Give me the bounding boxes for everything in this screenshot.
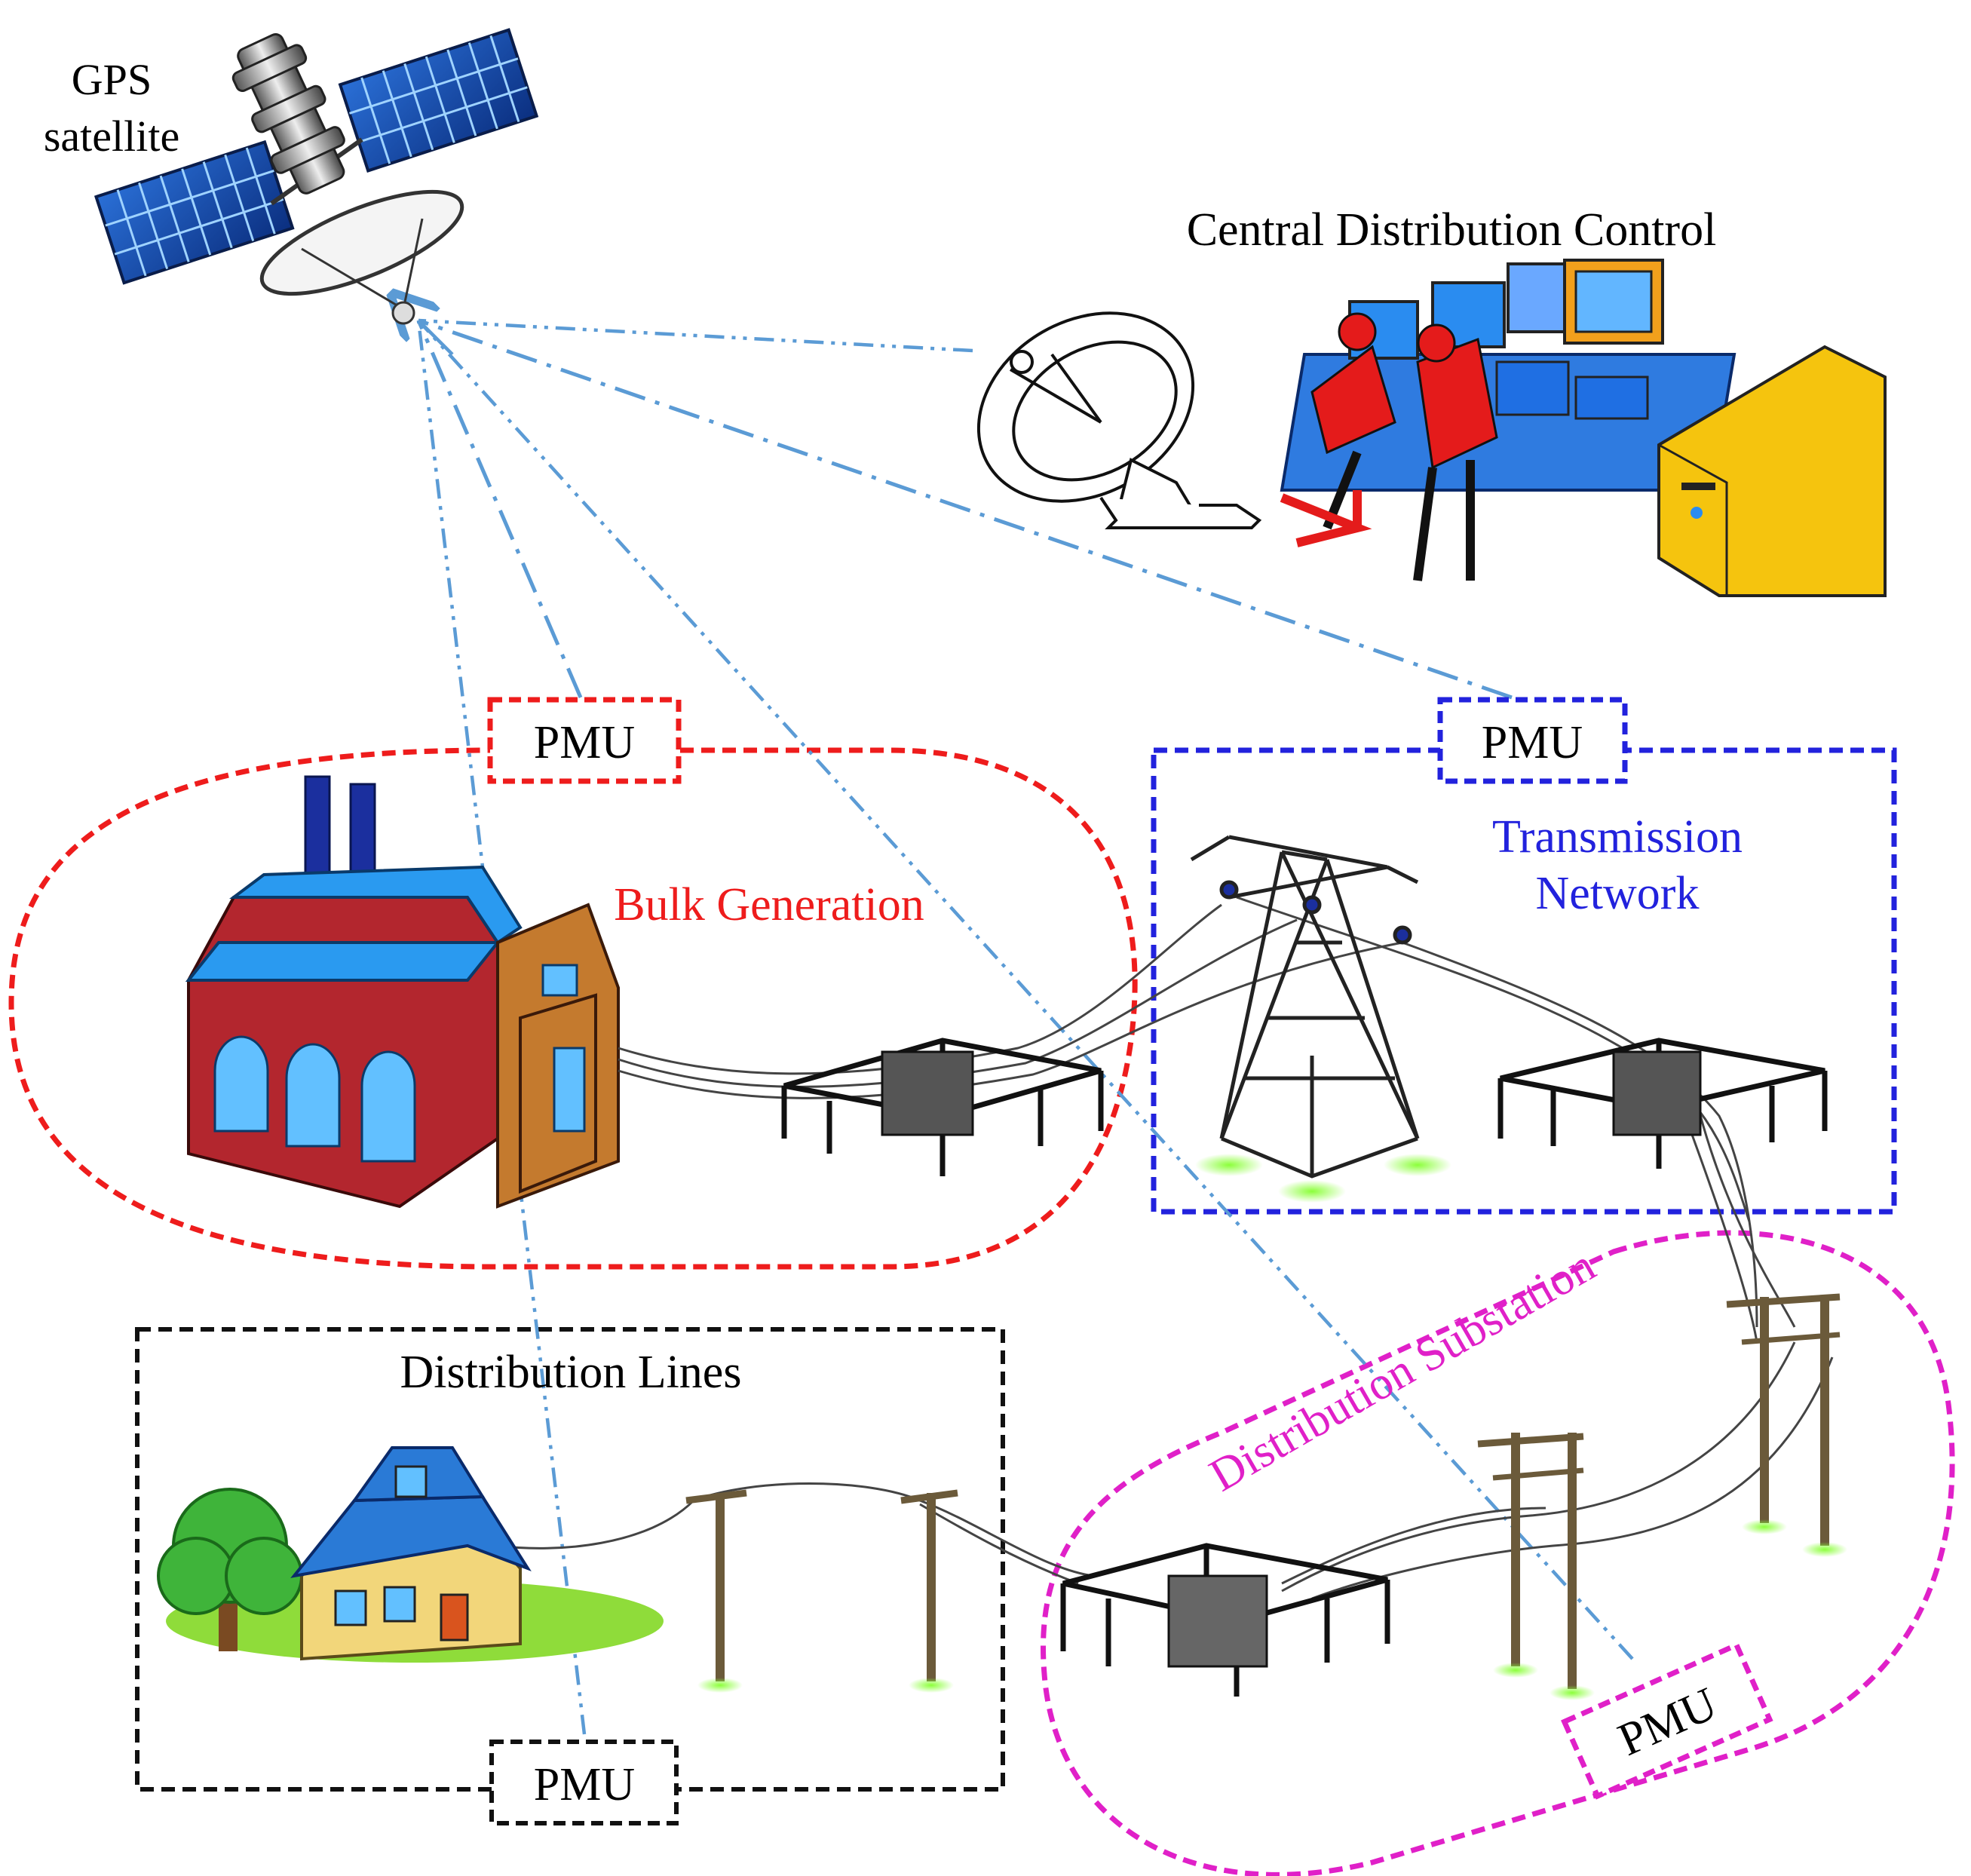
distribution-substation-label: Distribution Substation	[1201, 1240, 1604, 1501]
link-control-center	[418, 318, 973, 353]
pole	[1802, 1297, 1847, 1557]
pmu-transmission-label: PMU	[1482, 717, 1583, 768]
distribution-substation-boundary	[1041, 1230, 1955, 1876]
pmu-generation-label: PMU	[534, 717, 635, 768]
transmission-label-line1: Transmission	[1492, 811, 1743, 863]
transmission-label-line2: Network	[1536, 868, 1700, 919]
pole	[685, 1489, 747, 1693]
link-generation-pmu	[416, 320, 583, 698]
generation-substation-icon	[781, 1038, 1104, 1176]
satellite-icon	[93, 28, 539, 325]
pmu-substation: PMU	[1561, 1642, 1773, 1800]
transmission-tower-icon	[1190, 835, 1451, 1203]
transmission-substation-icon	[1497, 1038, 1828, 1169]
bulk-generation-label: Bulk Generation	[614, 879, 924, 930]
distribution-substation-icon	[1060, 1543, 1390, 1697]
link-substation-pmu	[417, 319, 1634, 1660]
distribution-lines-label: Distribution Lines	[400, 1347, 742, 1398]
bulk-generation-boundary	[8, 747, 1138, 1270]
gps-label-line2: satellite	[44, 112, 179, 161]
pole	[1477, 1433, 1584, 1678]
pole	[1550, 1433, 1595, 1700]
central-control-label: Central Distribution Control	[1187, 204, 1717, 256]
power-lines	[497, 896, 1834, 1600]
house-icon	[157, 1446, 664, 1663]
power-plant-icon	[185, 775, 620, 1209]
pole	[900, 1489, 958, 1693]
utility-poles	[685, 1293, 1847, 1700]
pmu-distribution-lines: PMU	[489, 1740, 679, 1825]
satellite-dish-icon	[976, 311, 1262, 529]
control-room-icon	[1280, 259, 1887, 597]
gps-label-line1: GPS	[72, 55, 152, 104]
pmu-generation: PMU	[487, 697, 682, 784]
link-arrow	[418, 320, 454, 356]
pmu-distribution-lines-label: PMU	[534, 1759, 635, 1810]
pmu-transmission: PMU	[1437, 697, 1628, 784]
link-transmission-pmu	[418, 318, 1513, 700]
